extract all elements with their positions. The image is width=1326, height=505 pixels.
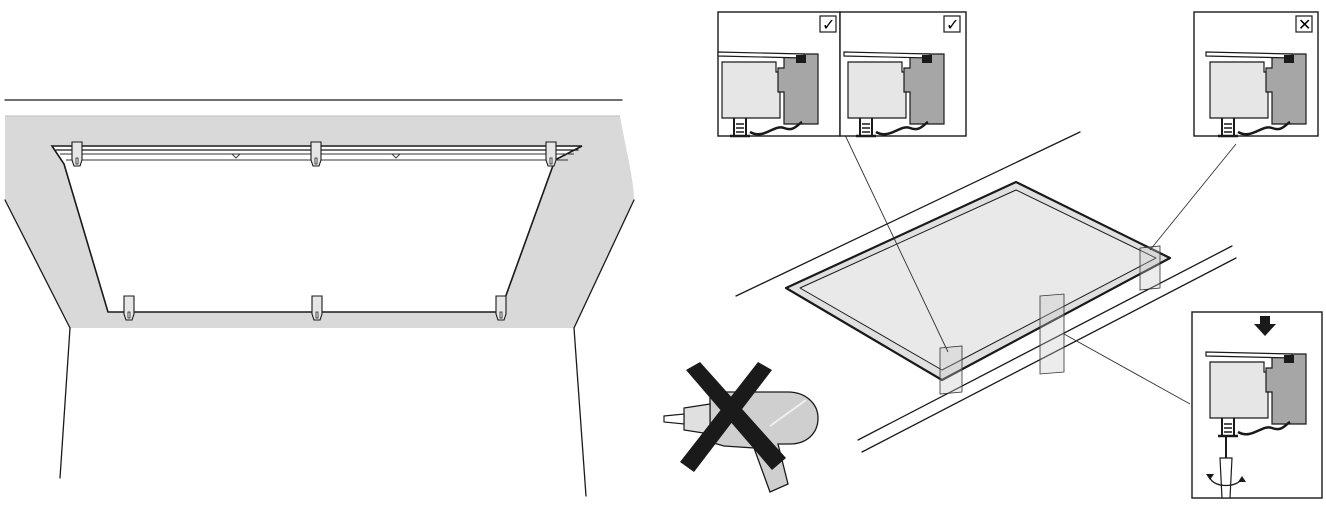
detail-panel-correct-1: ✓ — [716, 11, 841, 138]
mounting-clip-icon — [71, 141, 83, 167]
power-drill-prohibited-icon — [663, 362, 819, 493]
mounting-clip-icon — [310, 141, 322, 167]
mounting-clip-icon — [123, 295, 135, 321]
mounting-clip-icon — [495, 295, 507, 321]
mounting-clip-icon — [311, 295, 323, 321]
cabinet-left-wall — [59, 327, 71, 479]
detail-panel-correct-2: ✓ — [839, 11, 967, 138]
worktop-back-edge — [735, 131, 1081, 297]
incorrect-cross-icon: ✕ — [1298, 15, 1311, 34]
cabinet-view — [4, 99, 635, 497]
rotation-arrows-icon — [1206, 474, 1246, 487]
correct-check-icon: ✓ — [822, 15, 835, 34]
correct-check-icon: ✓ — [946, 15, 959, 34]
cabinet-right-wall — [573, 327, 587, 497]
detail-panel-incorrect: ✕ — [1193, 11, 1319, 138]
hob-view — [735, 131, 1237, 453]
detail-panel-press-down — [1191, 311, 1323, 499]
worktop-cutout — [50, 145, 583, 313]
mounting-clip-icon — [545, 141, 557, 167]
press-down-arrow-icon — [1254, 316, 1276, 336]
